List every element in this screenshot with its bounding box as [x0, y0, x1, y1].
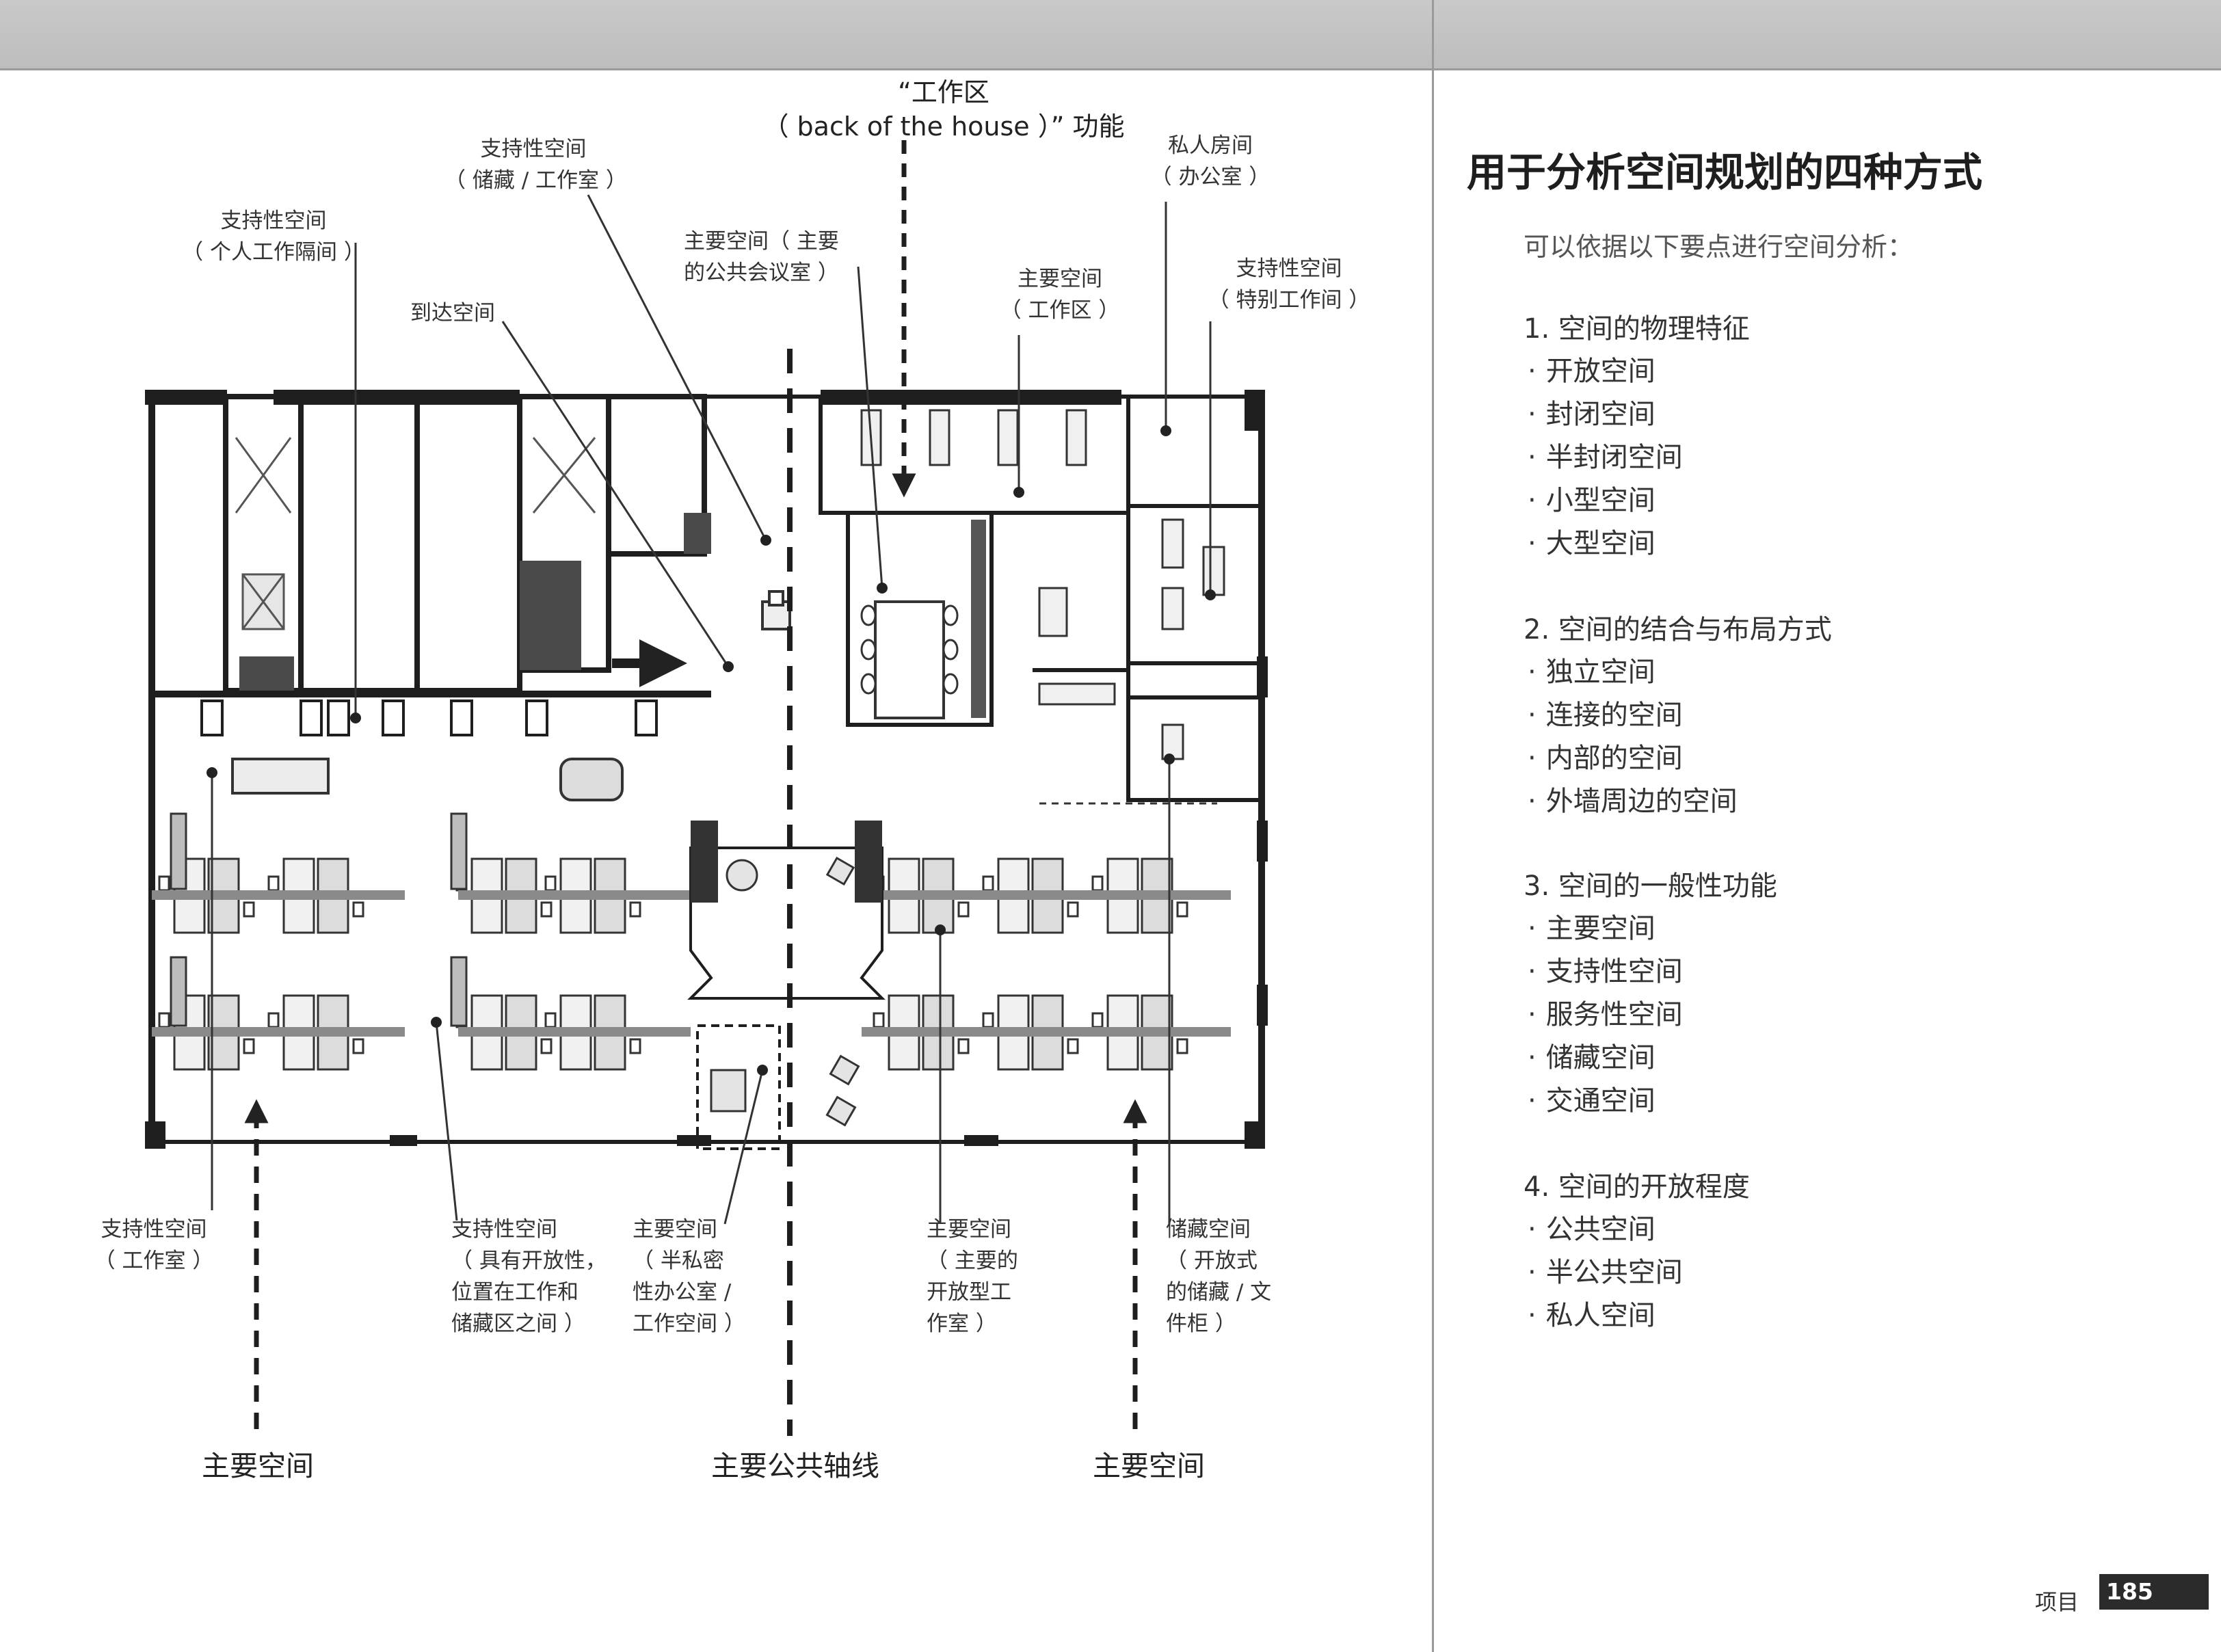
- list-item: 开放空间: [1524, 350, 1750, 393]
- list-item: 封闭空间: [1524, 393, 1750, 436]
- private-office-label: 私人房间 （ 办公室 ）: [1150, 133, 1271, 189]
- list-item: 大型空间: [1524, 522, 1750, 565]
- section-heading: 2. 空间的结合与布局方式: [1524, 614, 1832, 645]
- support-studio-label: 支持性空间 （ 工作室 ）: [94, 1217, 214, 1273]
- section-heading: 3. 空间的一般性功能: [1524, 870, 1777, 902]
- list-item: 独立空间: [1524, 651, 1832, 694]
- list-item: 半公共空间: [1524, 1251, 1750, 1294]
- page-number-box: [2099, 1574, 2209, 1610]
- window-mullions: [145, 390, 1268, 1149]
- leader-lines: [211, 194, 1212, 1225]
- page-number: 185: [2106, 1578, 2153, 1605]
- bottom-main-space-right: 主要空间: [1093, 1450, 1205, 1482]
- list-item: 内部的空间: [1524, 737, 1832, 780]
- list-item: 支持性空间: [1524, 950, 1777, 994]
- main-semiprivate-label: 主要空间 （ 半私密 性办公室 / 工作空间 ）: [633, 1217, 745, 1336]
- back-office-desks: [860, 409, 1225, 760]
- core-solid-walls: [239, 513, 711, 691]
- list-item: 储藏空间: [1524, 1037, 1777, 1080]
- footer-label: 项目: [2035, 1589, 2079, 1615]
- arrival-label: 到达空间: [410, 301, 495, 325]
- list-item: 公共空间: [1524, 1208, 1750, 1251]
- section-function: 3. 空间的一般性功能 主要空间 支持性空间 服务性空间 储藏空间 交通空间: [1524, 865, 1777, 1123]
- page-spine: [1432, 0, 1434, 1652]
- open-meeting-table: [559, 758, 624, 801]
- partition-cubicles: [200, 700, 658, 736]
- section-openness: 4. 空间的开放程度 公共空间 半公共空间 私人空间: [1524, 1166, 1750, 1337]
- list-item: 外墙周边的空间: [1524, 780, 1832, 823]
- section-physical: 1. 空间的物理特征 开放空间 封闭空间 半封闭空间 小型空间 大型空间: [1524, 308, 1750, 565]
- bottom-main-space-left: 主要空间: [202, 1450, 314, 1482]
- main-meeting-label: 主要空间（ 主要 的公共会议室 ）: [684, 229, 839, 285]
- conference-room: [846, 511, 994, 727]
- page-title: 用于分析空间规划的四种方式: [1467, 149, 1983, 196]
- list-item: 半封闭空间: [1524, 436, 1750, 479]
- support-cubicle-label: 支持性空间 （ 个人工作隔间 ）: [182, 209, 365, 265]
- list-item: 服务性空间: [1524, 994, 1777, 1037]
- intro-text: 可以依据以下要点进行空间分析：: [1524, 232, 1914, 262]
- floor-plan-diagram: [145, 140, 1268, 1436]
- list-item: 连接的空间: [1524, 694, 1832, 737]
- storage-open-label: 储藏空间 （ 开放式 的储藏 / 文 件柜 ）: [1166, 1217, 1272, 1336]
- list-item: 主要空间: [1524, 907, 1777, 950]
- section-heading: 1. 空间的物理特征: [1524, 313, 1750, 345]
- section-layout: 2. 空间的结合与布局方式 独立空间 连接的空间 内部的空间 外墙周边的空间: [1524, 609, 1832, 823]
- list-item: 小型空间: [1524, 479, 1750, 522]
- back-of-house-label: “工作区 （ back of the house ）” 功能: [762, 77, 1125, 142]
- leader-dots: [207, 425, 1216, 1076]
- main-openstudio-label: 主要空间 （ 主要的 开放型工 作室 ）: [927, 1217, 1018, 1336]
- support-open-label: 支持性空间 （ 具有开放性， 位置在工作和 储藏区之间 ）: [451, 1217, 607, 1336]
- support-special-label: 支持性空间 （ 特别工作间 ）: [1208, 256, 1370, 312]
- workstation-clusters: [152, 812, 1231, 1071]
- list-item: 交通空间: [1524, 1080, 1777, 1123]
- central-lounge: [687, 821, 886, 1150]
- top-band: [0, 0, 2221, 70]
- stair-hatching: [235, 437, 596, 630]
- reception-desk: [761, 590, 791, 630]
- support-storage-label: 支持性空间 （ 储藏 / 工作室 ）: [444, 137, 627, 193]
- back-office-rooms: [819, 395, 1264, 802]
- building-core: [223, 394, 707, 693]
- bottom-main-axis: 主要公共轴线: [711, 1450, 879, 1482]
- main-work-label: 主要空间 （ 工作区 ）: [1000, 267, 1120, 323]
- list-item: 私人空间: [1524, 1294, 1750, 1337]
- section-heading: 4. 空间的开放程度: [1524, 1171, 1750, 1203]
- workroom-counter: [231, 758, 330, 795]
